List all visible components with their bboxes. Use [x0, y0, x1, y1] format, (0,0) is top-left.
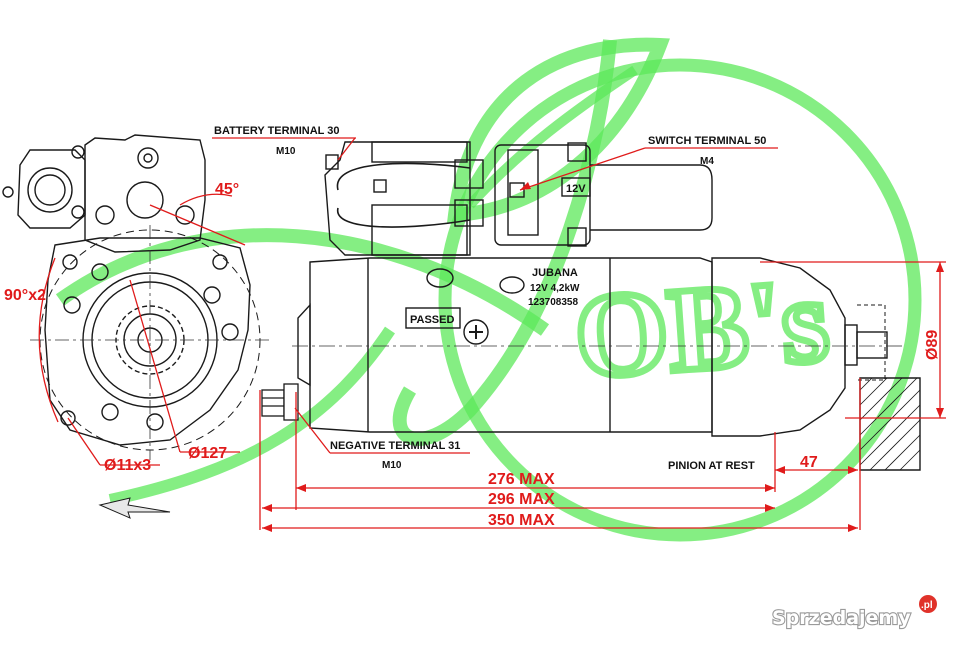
switch-flange	[507, 149, 539, 236]
switch-terminal-screw	[509, 182, 525, 198]
flange-dia-label: Ø127	[188, 445, 227, 462]
holes-label: Ø11x3	[104, 457, 151, 474]
dimension-arrowheads	[262, 182, 944, 532]
pinion-collar	[844, 324, 858, 366]
logo-text: OB's	[571, 253, 833, 403]
battery-terminal-leader	[337, 137, 356, 161]
terminal-nut	[2, 186, 14, 198]
front-dimension-lines	[38, 193, 246, 466]
switch-terminal-label: SWITCH TERMINAL 50	[648, 135, 766, 147]
nameplate-part-number: 123708358	[528, 297, 578, 308]
motor-end-housing	[84, 134, 206, 253]
end-boss	[137, 147, 159, 169]
flange-dia-leader	[129, 279, 181, 453]
nameplate-logo	[426, 268, 454, 288]
terminal-nut	[71, 145, 85, 159]
phillips-screw-cross	[469, 325, 483, 339]
bracket-nut	[567, 142, 587, 162]
angle-45-leader	[149, 204, 246, 246]
nameplate-rating: 12V 4,2kW	[530, 283, 580, 294]
pinion-stub	[856, 331, 888, 359]
bracket-nut	[567, 227, 587, 247]
passed-tag: PASSED	[410, 314, 454, 326]
angle-45-arc	[179, 193, 233, 206]
end-boss	[95, 205, 115, 225]
solenoid-bore-inner	[34, 174, 66, 206]
flange-hole	[91, 263, 109, 281]
angle-45-label: 45°	[215, 181, 239, 198]
dim-276-label: 276 MAX	[488, 471, 555, 488]
dim-89-label: Ø89	[924, 330, 941, 360]
end-boss	[175, 205, 195, 225]
end-boss-inner	[143, 153, 153, 163]
terminal-nut	[71, 205, 85, 219]
flange-hole	[62, 254, 78, 270]
field-lead	[336, 162, 471, 228]
flange-hole	[60, 410, 76, 426]
logo-ring	[438, 58, 922, 542]
dim-296-label: 296 MAX	[488, 491, 555, 508]
rear-cap	[297, 303, 311, 387]
nameplate-brand: JUBANA	[532, 267, 578, 279]
voltage-tag-box	[561, 177, 591, 197]
flange-hole	[212, 254, 228, 270]
angle-90x2-label: 90°x2	[4, 287, 46, 304]
negative-terminal-size: M10	[382, 460, 402, 471]
watermark-site-name: Sprzedajemy	[772, 607, 911, 629]
solenoid-plunger-housing	[590, 164, 713, 231]
flange-hole	[221, 323, 239, 341]
logo-swoosh-lower	[108, 326, 395, 506]
dim-350-label: 350 MAX	[488, 512, 555, 529]
front-centerlines	[30, 225, 270, 460]
mounting-flange	[44, 237, 251, 446]
logo-swoosh	[55, 228, 550, 336]
solenoid-cap	[371, 141, 468, 163]
end-boss	[126, 181, 164, 219]
solenoid-bore-outer	[27, 167, 73, 213]
site-watermark: Sprzedajemy .pl	[771, 595, 937, 630]
dim-47-label: 47	[800, 454, 818, 471]
voltage-tag: 12V	[566, 183, 586, 195]
battery-terminal-stud	[325, 154, 339, 170]
flange-hole	[146, 413, 164, 431]
holes-leader	[67, 417, 101, 466]
switch-terminal-size: M4	[700, 156, 714, 167]
logo-leaf	[447, 37, 670, 223]
watermark-badge-icon	[919, 595, 937, 613]
angle-90x2-arc	[38, 257, 59, 423]
flange-hole	[63, 296, 81, 314]
terminal-block	[454, 159, 484, 189]
flange-hole	[203, 286, 221, 304]
rotation-arrow-icon	[98, 497, 171, 519]
solenoid-coil	[371, 204, 468, 256]
battery-terminal-stud	[373, 179, 387, 193]
flange-hole	[101, 403, 119, 421]
battery-terminal-label: BATTERY TERMINAL 30	[214, 125, 340, 137]
logo-leaf-vein	[466, 65, 638, 209]
passed-tag-box	[405, 307, 461, 329]
side-dimension-lines	[212, 137, 946, 530]
nameplate-logo	[499, 276, 525, 294]
side-view	[297, 141, 921, 471]
phillips-screw	[463, 319, 489, 345]
pinion-at-rest-label: PINION AT REST	[668, 460, 755, 472]
terminal-block	[454, 199, 484, 227]
negative-terminal-label: NEGATIVE TERMINAL 31	[330, 440, 460, 452]
negative-terminal-leader	[294, 407, 331, 454]
battery-terminal-size: M10	[276, 146, 296, 157]
ring-gear-hatch	[859, 377, 921, 471]
negative-terminal-stud	[261, 383, 299, 421]
switch-terminal-leader	[519, 147, 646, 191]
watermark-domain-suffix: .pl	[921, 600, 933, 611]
drive-end-housing	[711, 257, 846, 437]
pinion-outline	[857, 304, 886, 381]
